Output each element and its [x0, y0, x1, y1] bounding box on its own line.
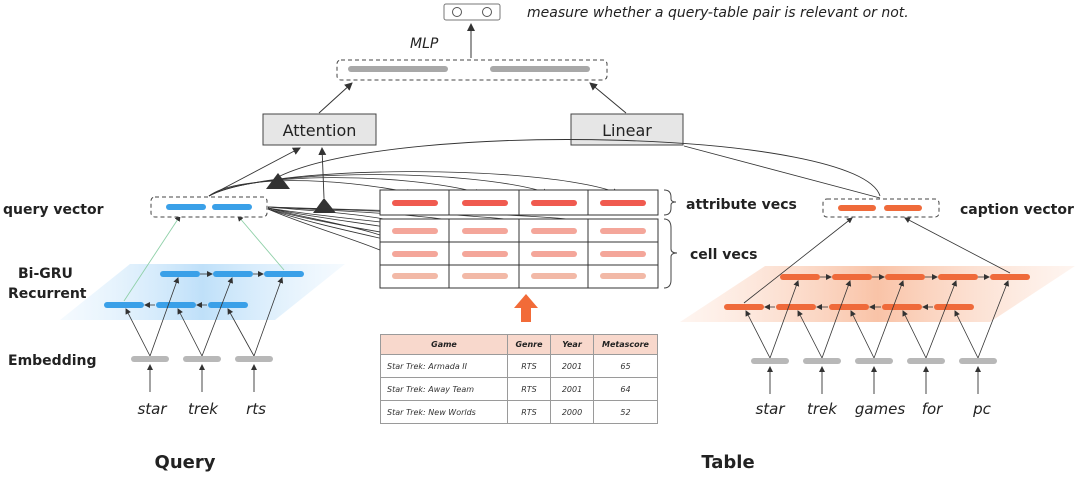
- query-title: Query: [155, 452, 216, 473]
- cell-vecs-label: cell vecs: [690, 247, 758, 263]
- caption-embeddings: [751, 358, 997, 364]
- table-cell: Star Trek: Armada II: [380, 354, 508, 378]
- attribute-vectors: [392, 200, 646, 206]
- attribute-brace: [663, 189, 677, 216]
- query-word: trek: [188, 400, 219, 418]
- table-row: Star Trek: New Worlds RTS 2000 52: [380, 400, 658, 424]
- query-gru-nodes: [104, 271, 304, 308]
- caption-word: for: [922, 400, 943, 418]
- caption-gru-links: [743, 217, 1011, 359]
- query-word: rts: [246, 400, 266, 418]
- table-cell: 2000: [550, 400, 594, 424]
- table-cell: 2001: [550, 354, 594, 378]
- caption-word: trek: [807, 400, 838, 418]
- table-cell: 2001: [550, 377, 594, 401]
- header-cell: Metascore: [593, 334, 658, 355]
- bigru-label-line2: Recurrent: [8, 286, 87, 302]
- cell-vectors: [392, 228, 646, 279]
- caption-word: games: [855, 400, 906, 418]
- header-cell: Year: [550, 334, 594, 355]
- table-cell: 52: [593, 400, 658, 424]
- attribute-vecs-label: attribute vecs: [686, 197, 797, 213]
- example-table-header: Game Genre Year Metascore: [380, 334, 658, 355]
- table-row: Star Trek: Away Team RTS 2001 64: [380, 377, 658, 401]
- table-cell: Star Trek: Away Team: [380, 377, 508, 401]
- output-node: [443, 3, 501, 21]
- header-cell: Game: [380, 334, 508, 355]
- query-vector-label: query vector: [3, 202, 104, 218]
- query-to-vector-links: [123, 215, 285, 302]
- table-encode-arrow: [514, 294, 538, 322]
- query-word: star: [137, 400, 167, 418]
- table-cell: RTS: [507, 377, 551, 401]
- query-embeddings: [131, 356, 273, 362]
- table-cell: Star Trek: New Worlds: [380, 400, 508, 424]
- query-vector: [150, 196, 268, 218]
- mlp-label: MLP: [410, 36, 439, 52]
- query-to-attention-arrow: [208, 147, 301, 197]
- caption-to-linear-link: [683, 145, 881, 199]
- caption-word: star: [755, 400, 785, 418]
- table-cell: 64: [593, 377, 658, 401]
- caption-gru-nodes: [724, 274, 1030, 310]
- table-cell: 65: [593, 354, 658, 378]
- query-word-arrows: [147, 364, 257, 392]
- attention-box: [262, 113, 377, 146]
- bigru-label-line1: Bi-GRU: [18, 266, 73, 282]
- linear-label: Linear: [602, 121, 652, 140]
- caption-to-attention-arc: [279, 139, 881, 197]
- query-gru-links: [125, 271, 284, 357]
- embedding-label: Embedding: [8, 353, 97, 369]
- caption-vector: [822, 198, 940, 218]
- caption-word-arrows: [767, 366, 981, 394]
- caption-vector-label: caption vector: [960, 202, 1074, 218]
- mlp-vector: [336, 59, 608, 81]
- triangle-to-attention-arrow: [318, 147, 327, 199]
- attention-label: Attention: [283, 121, 357, 140]
- cell-brace: [663, 218, 678, 289]
- header-cell: Genre: [507, 334, 551, 355]
- table-cell: RTS: [507, 400, 551, 424]
- table-cell: RTS: [507, 354, 551, 378]
- linear-to-mlp-arrow: [589, 82, 627, 114]
- attention-to-mlp-arrow: [318, 82, 353, 114]
- caption-word: pc: [972, 400, 992, 418]
- table-row: Star Trek: Armada II RTS 2001 65: [380, 354, 658, 378]
- example-table: Game Genre Year Metascore Star Trek: Arm…: [380, 334, 658, 424]
- table-title: Table: [701, 452, 754, 473]
- output-caption: measure whether a query-table pair is re…: [527, 5, 909, 21]
